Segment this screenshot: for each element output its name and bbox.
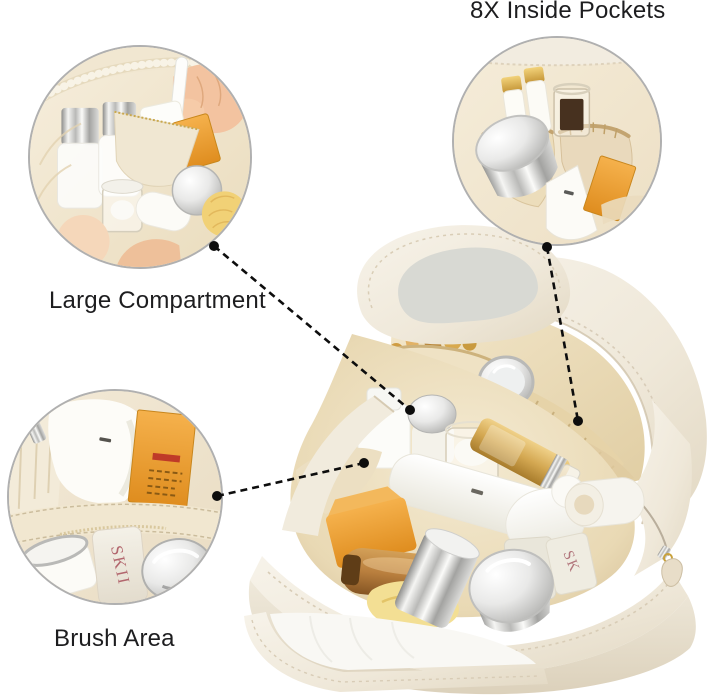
large-compartment-photo [30, 47, 250, 267]
zipper-pull [657, 545, 683, 587]
large-compartment-label: Large Compartment [49, 287, 266, 314]
brush-area-photo: SKII [9, 391, 221, 603]
clear-jar [101, 179, 144, 233]
bottom-handle [244, 612, 548, 692]
orange-bar [325, 486, 417, 568]
orange-envelope [127, 409, 197, 508]
svg-text:SK: SK [559, 549, 582, 576]
white-tube-corner [545, 164, 598, 241]
clear-jar-dark [552, 82, 591, 137]
callout-circle-inside-pockets [452, 36, 662, 246]
callout-circle-brush-area: SKII [7, 389, 223, 605]
inside-pockets-label: 8X Inside Pockets [470, 0, 666, 24]
silver-compact [468, 548, 554, 632]
silver-cylinder [395, 528, 480, 628]
skii-bottle-2: SK [545, 532, 598, 595]
lying-cylinder-bottle [564, 477, 645, 528]
skii-bottle: SKII [91, 526, 148, 603]
front-pocket-cosmetics [325, 486, 554, 632]
silver-cap-bottle [407, 394, 457, 464]
callout-circle-large-compartment [28, 45, 252, 269]
quilted-band [9, 502, 221, 547]
inside-pockets-photo [454, 38, 660, 244]
brush-area-label: Brush Area [54, 625, 175, 652]
chrome-cylinder [475, 114, 558, 198]
hand-lower [116, 239, 182, 267]
